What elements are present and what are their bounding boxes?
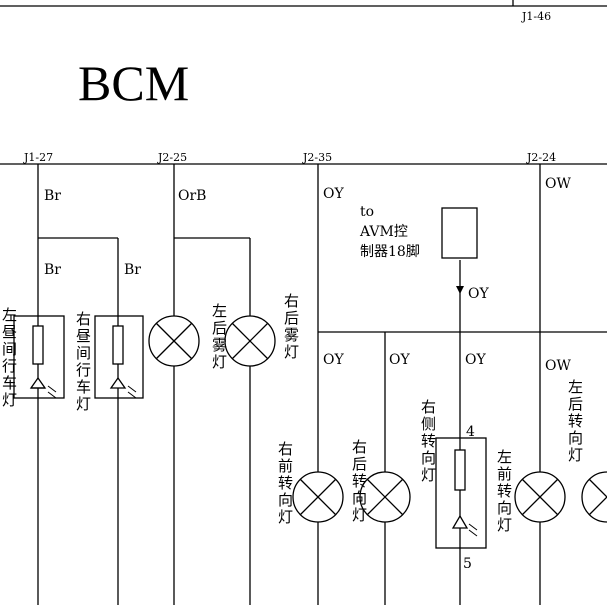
wire-label-orb: OrB [178, 188, 206, 204]
left-drl-resistor [32, 325, 44, 365]
pin-label-j1-27: J1-27 [23, 151, 53, 164]
arrow-down-icon [456, 286, 464, 294]
wire-label-ow-lower: OW [545, 358, 571, 374]
right-drl-light-ray-2 [127, 391, 137, 399]
right-front-turn-lamp-cross-b [299, 478, 337, 516]
label-right-front-turn: 右前转向灯 [278, 440, 293, 526]
avm-controller-box [441, 207, 478, 259]
wire-label-br-left: Br [44, 262, 61, 278]
right-side-turn-led-icon [451, 514, 469, 529]
wire-label-oy-b: OY [389, 352, 410, 368]
label-left-rear-turn: 左后转向灯 [568, 378, 583, 464]
wire-label-br-right: Br [124, 262, 141, 278]
right-rear-turn-lamp-cross-b [366, 478, 404, 516]
label-left-front-turn: 左前转向灯 [497, 448, 512, 534]
wire-label-oy-a: OY [323, 352, 344, 368]
label-right-side-turn: 右侧转向灯 [421, 398, 436, 484]
right-side-turn-light-ray-2 [468, 529, 478, 537]
avm-label-line1: to [360, 204, 374, 220]
right-side-turn-resistor [454, 449, 466, 491]
pin-number-top: 4 [466, 424, 475, 440]
right-drl-light-ray [127, 385, 137, 393]
label-right-drl: 右昼间行车灯 [76, 310, 91, 413]
label-left-drl: 左昼间行车灯 [2, 306, 17, 409]
left-front-turn-lamp-cross-b [521, 478, 559, 516]
label-right-rear-turn: 右后转向灯 [352, 438, 367, 524]
avm-label-line3: 制器18脚 [360, 244, 420, 260]
edge-lamp-cross-b [588, 496, 607, 516]
wire-label-oy-avm: OY [468, 286, 489, 302]
pin-label-j2-25: J2-25 [157, 151, 187, 164]
module-title: BCM [78, 55, 189, 111]
right-rear-fog-lamp-cross-b [231, 322, 269, 360]
left-drl-light-ray [47, 385, 57, 393]
pin-label-j2-24: J2-24 [526, 151, 556, 164]
wire-label-ow-top: OW [545, 176, 571, 192]
avm-label-line2: AVM控 [359, 224, 408, 240]
left-drl-light-ray-2 [47, 391, 57, 399]
left-rear-fog-lamp-cross-b [155, 322, 193, 360]
right-drl-led-icon [109, 376, 127, 389]
pin-number-bottom: 5 [463, 556, 472, 572]
label-right-rear-fog: 右后雾灯 [284, 292, 299, 361]
right-drl-resistor [112, 325, 124, 365]
right-side-turn-light-ray [468, 523, 478, 531]
label-left-rear-fog: 左后雾灯 [212, 302, 227, 371]
wire-label-br-top: Br [44, 188, 61, 204]
pin-label-j1-46: J1-46 [521, 10, 551, 23]
wire-label-oy-top: OY [323, 186, 344, 202]
edge-lamp-cross-a [588, 478, 607, 498]
edge-lamp-icon [581, 471, 607, 523]
pin-label-j2-35: J2-35 [302, 151, 332, 164]
wire-label-oy-c: OY [465, 352, 486, 368]
